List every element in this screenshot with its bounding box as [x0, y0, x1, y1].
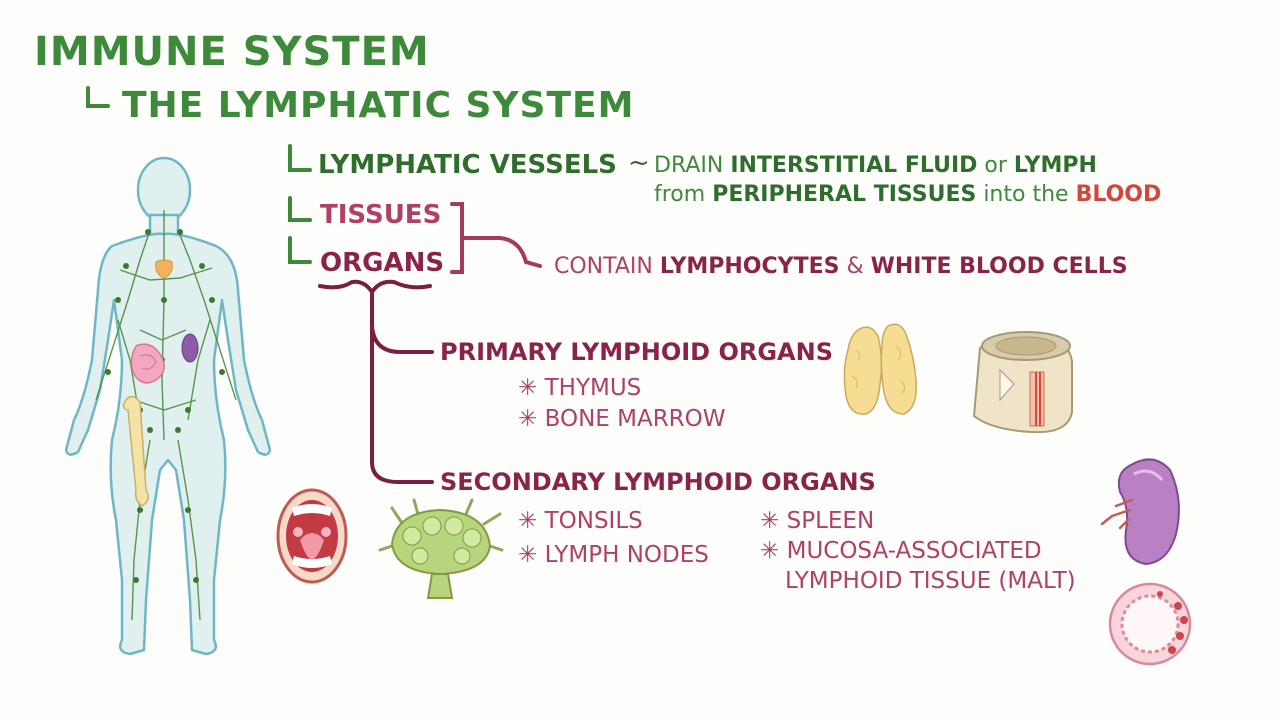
organs-label: ORGANS	[320, 248, 445, 278]
page-subtitle: THE LYMPHATIC SYSTEM	[122, 85, 635, 126]
primary-item-thymus: ✳ THYMUS	[518, 375, 642, 401]
page-title: IMMUNE SYSTEM	[34, 29, 430, 75]
secondary-item-malt: ✳ MUCOSA-ASSOCIATED	[760, 538, 1042, 564]
tilde: ~	[628, 148, 650, 178]
primary-item-bone-marrow: ✳ BONE MARROW	[518, 406, 726, 432]
secondary-item-spleen: ✳ SPLEEN	[760, 508, 875, 534]
tissues-label: TISSUES	[320, 200, 442, 230]
secondary-item-tonsils: ✳ TONSILS	[518, 508, 643, 534]
secondary-item-lymph-nodes: ✳ LYMPH NODES	[518, 542, 709, 568]
secondary-heading: SECONDARY LYMPHOID ORGANS	[440, 468, 876, 496]
primary-heading: PRIMARY LYMPHOID ORGANS	[440, 338, 833, 366]
vessels-description-line1: DRAIN INTERSTITIAL FLUID or LYMPH	[654, 153, 1097, 178]
vessels-label: LYMPHATIC VESSELS	[318, 150, 617, 180]
secondary-item-malt-cont: LYMPHOID TISSUE (MALT)	[785, 568, 1076, 594]
vessels-description-line2: from PERIPHERAL TISSUES into the BLOOD	[654, 182, 1162, 207]
contain-description: CONTAIN LYMPHOCYTES & WHITE BLOOD CELLS	[554, 254, 1128, 279]
